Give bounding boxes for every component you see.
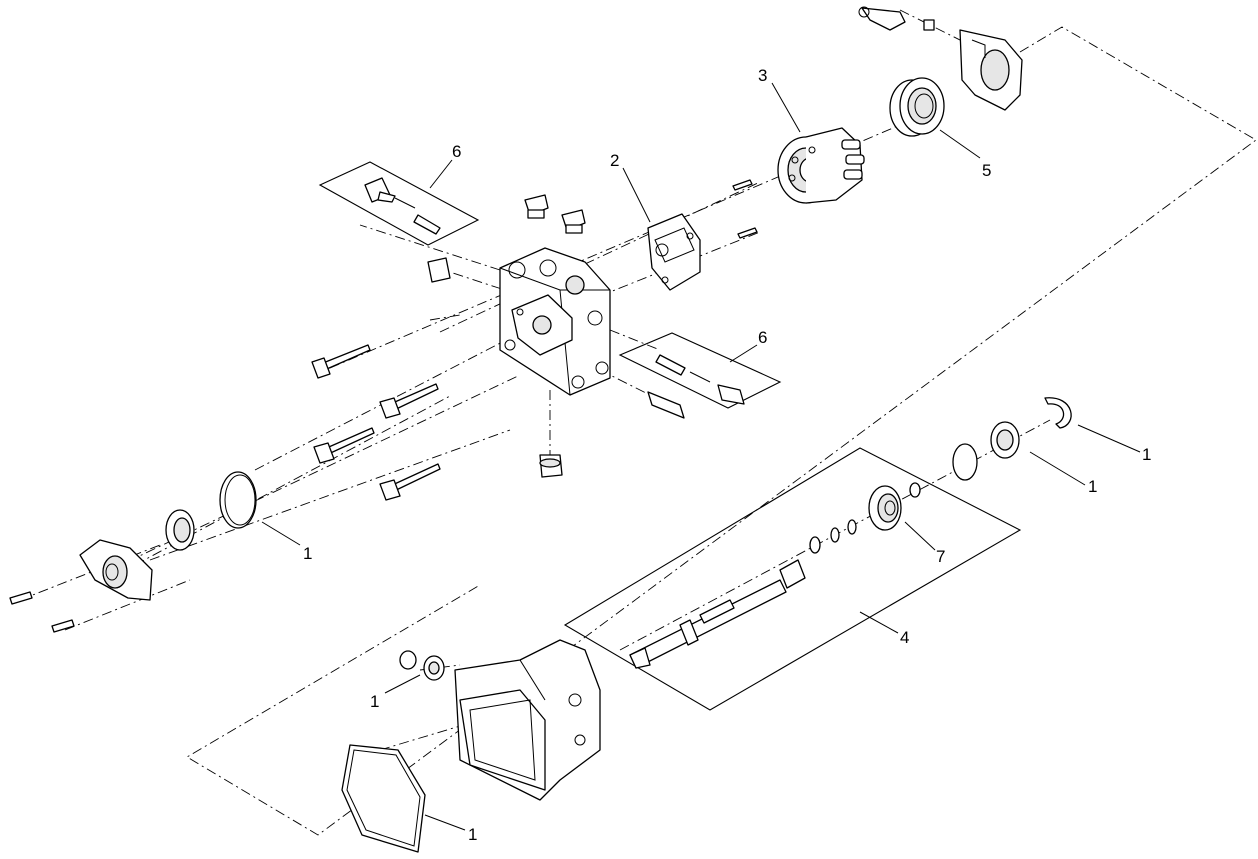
- callout-7: 7: [936, 547, 945, 566]
- callout-1-retaining-ring: 1: [1142, 445, 1151, 464]
- o-ring-large: [219, 471, 257, 529]
- callout-1-gasket: 1: [468, 825, 477, 844]
- callout-3: 3: [758, 66, 767, 85]
- gerotor-set: [165, 509, 195, 551]
- main-housing: [454, 639, 601, 801]
- callout-1-oring: 1: [303, 544, 312, 563]
- valve-plate: [647, 179, 758, 291]
- swashplate-ring: [889, 77, 945, 137]
- callout-6-upper: 6: [452, 142, 461, 161]
- bearing: [868, 482, 921, 531]
- housing-gasket: [341, 744, 426, 853]
- callout-1-shaft-seal: 1: [1088, 477, 1097, 496]
- housing-small-parts: [399, 650, 445, 681]
- mounting-bolts: [9, 344, 441, 633]
- shaft-seals-and-rings: [809, 519, 857, 554]
- input-shaft: [629, 559, 806, 669]
- relief-valve-kit-upper: [318, 161, 480, 246]
- shaft-seal-parts: [952, 397, 1072, 481]
- callout-5: 5: [982, 161, 991, 180]
- relief-valve-kit-lower: [618, 332, 782, 419]
- callout-6-lower: 6: [758, 328, 767, 347]
- leader-lines: [261, 82, 1141, 831]
- callout-4: 4: [900, 628, 909, 647]
- rotating-group: [777, 127, 865, 204]
- port-plugs: [427, 194, 586, 478]
- trunnion-housing: [858, 6, 1023, 111]
- assembly-outline: [186, 26, 1257, 836]
- shaft-kit-box: [563, 447, 1022, 711]
- center-section-block: [499, 247, 611, 396]
- callout-2: 2: [610, 151, 619, 170]
- callout-labels: 3 5 2 6 6 1 1 1 7 4 1 1: [303, 66, 1151, 844]
- callout-1-housing-seal: 1: [370, 692, 379, 711]
- charge-pump-cover: [79, 539, 153, 601]
